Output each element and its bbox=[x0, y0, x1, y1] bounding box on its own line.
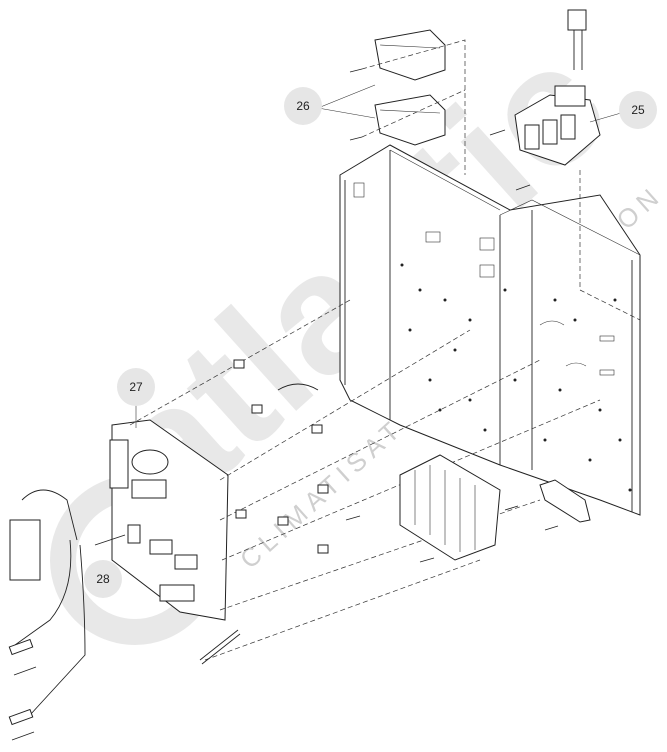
bracket bbox=[539, 479, 591, 531]
probe bbox=[199, 629, 241, 665]
callout-27: 27 bbox=[117, 368, 155, 428]
pcb-standoffs bbox=[233, 359, 329, 554]
part-27-pcb bbox=[109, 299, 601, 661]
part-26-relays bbox=[349, 29, 466, 175]
part-25-contactor bbox=[489, 9, 641, 321]
panel-holes bbox=[400, 263, 632, 492]
callout-26-label: 26 bbox=[296, 99, 310, 113]
mounting-panel bbox=[339, 144, 641, 516]
part-28-harness bbox=[8, 489, 126, 741]
callout-28: 28 bbox=[84, 560, 122, 598]
callout-25: 25 bbox=[589, 91, 657, 129]
callout-27-label: 27 bbox=[129, 380, 143, 394]
callout-26: 26 bbox=[284, 84, 376, 125]
terminal-block bbox=[345, 454, 519, 563]
callout-28-label: 28 bbox=[96, 572, 110, 586]
callout-25-label: 25 bbox=[631, 103, 645, 117]
